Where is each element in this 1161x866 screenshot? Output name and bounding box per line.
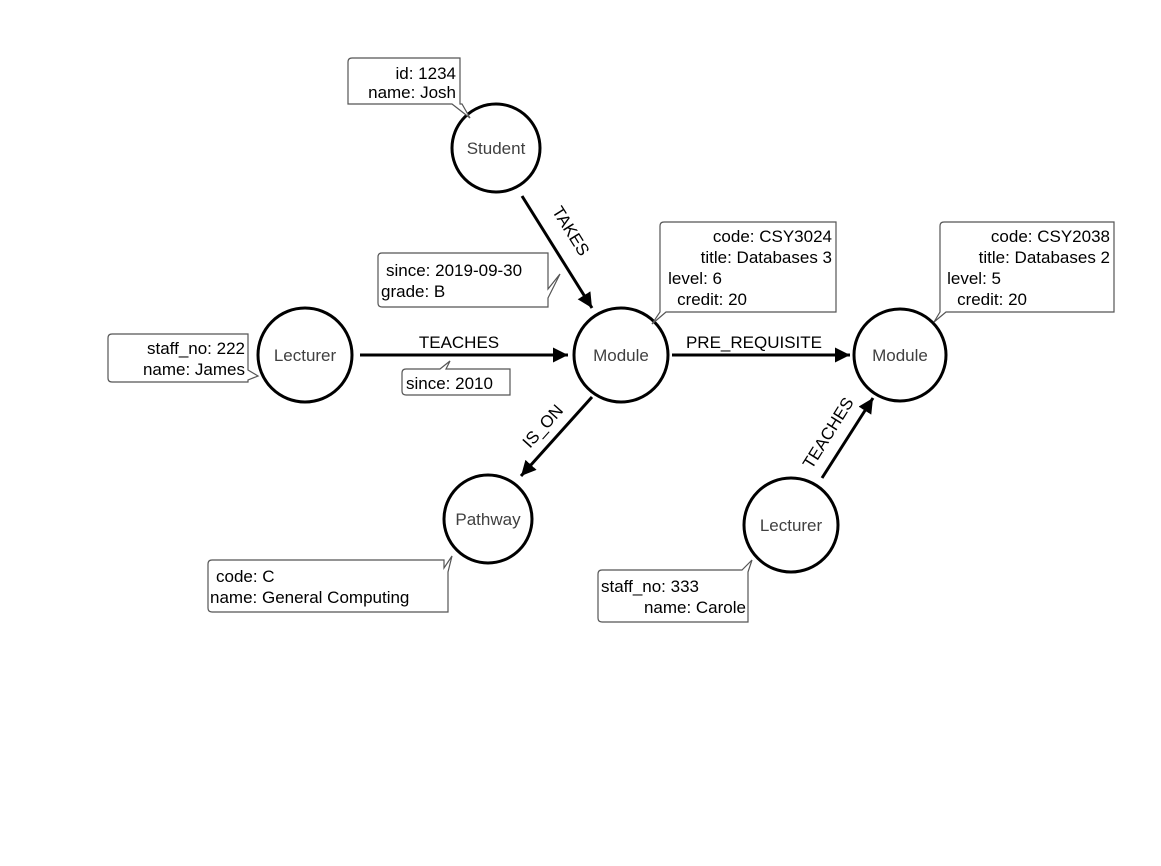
module-csy2038-label: Module bbox=[872, 346, 928, 365]
lecturer-carole-properties: staff_no: 333 name: Carole bbox=[597, 559, 753, 623]
module-csy2038-callout bbox=[933, 221, 1115, 323]
lecturer-james-prop-staff: staff_no: 222 bbox=[147, 339, 245, 358]
takes-prop-since: since: 2019-09-30 bbox=[386, 261, 522, 280]
node-lecturer-james[interactable]: Lecturer bbox=[256, 306, 354, 404]
lecturer-carole-label: Lecturer bbox=[760, 516, 823, 535]
takes-arrow bbox=[520, 195, 594, 309]
pathway-circle bbox=[442, 473, 534, 565]
module-csy3024-prop-credit: credit: 20 bbox=[677, 290, 747, 309]
module-csy2038-circle bbox=[852, 307, 948, 403]
teaches-james-label: TEACHES bbox=[419, 333, 499, 352]
is-on-label: IS_ON bbox=[519, 401, 567, 452]
takes-prop-grade: grade: B bbox=[381, 282, 445, 301]
student-properties: id: 1234 name: Josh bbox=[347, 57, 471, 119]
module-csy3024-properties: code: CSY3024 title: Databases 3 level: … bbox=[651, 221, 837, 325]
takes-properties: since: 2019-09-30 grade: B bbox=[377, 252, 561, 308]
pathway-properties: code: C name: General Computing bbox=[207, 555, 453, 613]
node-module-csy2038[interactable]: Module bbox=[852, 307, 948, 403]
student-prop-name: name: Josh bbox=[368, 83, 456, 102]
module-csy2038-properties: code: CSY2038 title: Databases 2 level: … bbox=[933, 221, 1115, 323]
pathway-callout bbox=[207, 555, 453, 613]
student-prop-id: id: 1234 bbox=[396, 64, 457, 83]
node-pathway[interactable]: Pathway bbox=[442, 473, 534, 565]
module-csy2038-prop-level: level: 5 bbox=[947, 269, 1001, 288]
student-callout bbox=[347, 57, 471, 119]
lecturer-carole-prop-staff: staff_no: 333 bbox=[601, 577, 699, 596]
lecturer-carole-circle bbox=[742, 476, 840, 574]
edge-teaches-carole[interactable]: TEACHES bbox=[799, 394, 875, 479]
lecturer-carole-prop-name: name: Carole bbox=[644, 598, 746, 617]
lecturer-james-callout bbox=[107, 333, 260, 383]
teaches-james-callout bbox=[401, 360, 511, 396]
module-csy3024-prop-level: level: 6 bbox=[668, 269, 722, 288]
module-csy2038-prop-code: code: CSY2038 bbox=[991, 227, 1110, 246]
student-label: Student bbox=[467, 139, 526, 158]
edge-is-on[interactable]: IS_ON bbox=[519, 395, 594, 478]
teaches-james-properties: since: 2010 bbox=[401, 360, 511, 396]
lecturer-james-circle bbox=[256, 306, 354, 404]
pathway-prop-name: name: General Computing bbox=[210, 588, 409, 607]
lecturer-james-label: Lecturer bbox=[274, 346, 337, 365]
module-csy3024-prop-title: title: Databases 3 bbox=[701, 248, 832, 267]
pathway-prop-code: code: C bbox=[216, 567, 275, 586]
module-csy2038-prop-title: title: Databases 2 bbox=[979, 248, 1110, 267]
pre-requisite-label: PRE_REQUISITE bbox=[686, 333, 822, 352]
node-student[interactable]: Student bbox=[450, 102, 542, 194]
is-on-arrow bbox=[519, 395, 594, 478]
takes-callout bbox=[377, 252, 561, 308]
module-csy3024-circle bbox=[572, 306, 670, 404]
lecturer-james-properties: staff_no: 222 name: James bbox=[107, 333, 260, 383]
student-circle bbox=[450, 102, 542, 194]
node-lecturer-carole[interactable]: Lecturer bbox=[742, 476, 840, 574]
edge-teaches-james[interactable]: TEACHES bbox=[360, 333, 568, 363]
lecturer-james-prop-name: name: James bbox=[143, 360, 245, 379]
edge-pre-requisite[interactable]: PRE_REQUISITE bbox=[672, 333, 850, 363]
pathway-label: Pathway bbox=[455, 510, 521, 529]
module-csy2038-prop-credit: credit: 20 bbox=[957, 290, 1027, 309]
teaches-james-prop-since: since: 2010 bbox=[406, 374, 493, 393]
module-csy3024-label: Module bbox=[593, 346, 649, 365]
module-csy3024-callout bbox=[651, 221, 837, 325]
lecturer-carole-callout bbox=[597, 559, 753, 623]
teaches-carole-arrow bbox=[820, 397, 875, 479]
node-module-csy3024[interactable]: Module bbox=[572, 306, 670, 404]
module-csy3024-prop-code: code: CSY3024 bbox=[713, 227, 832, 246]
